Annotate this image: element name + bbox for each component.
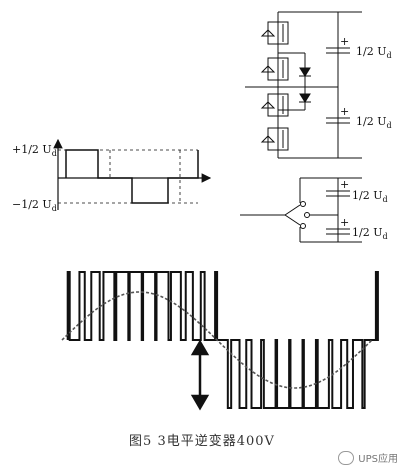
wave-minus-label: −1/2 Ud: [12, 198, 57, 213]
cap-label-bottom: 1/2 Ud: [356, 115, 392, 130]
clamp-diode-upper: [299, 67, 311, 77]
cap-label-top: 1/2 Ud: [356, 45, 392, 60]
wave-plus-label: +1/2 Ud: [12, 143, 57, 158]
igbt-switch-4: [260, 127, 289, 151]
igbt-switch-1: [260, 21, 289, 45]
chat-bubble-icon: [338, 450, 355, 465]
sine-reference: [61, 291, 373, 389]
pwm-waveform: [66, 271, 379, 409]
cap-plus-sign-1: +: [340, 35, 349, 48]
cap-plus-sign-2: +: [340, 105, 349, 118]
cap-plus-sign-4: +: [340, 216, 349, 229]
igbt-switch-2: [260, 57, 289, 81]
watermark-text: UPS应用: [358, 454, 398, 465]
igbt-switch-3: [260, 93, 289, 117]
three-level-waveform: [53, 138, 212, 210]
clamp-diode-lower: [299, 93, 311, 103]
three-position-switch: [240, 177, 362, 243]
switch-cap-label-bottom: 1/2 Ud: [352, 226, 388, 241]
figure-caption: 图5 3电平逆变器400V: [129, 434, 275, 449]
watermark: UPS应用: [338, 450, 398, 465]
amplitude-arrow: [190, 339, 210, 411]
npc-inverter-leg: [245, 11, 362, 159]
switch-cap-label-top: 1/2 Ud: [352, 189, 388, 204]
cap-plus-sign-3: +: [340, 178, 349, 191]
pwm-pulse-train: [66, 271, 379, 409]
